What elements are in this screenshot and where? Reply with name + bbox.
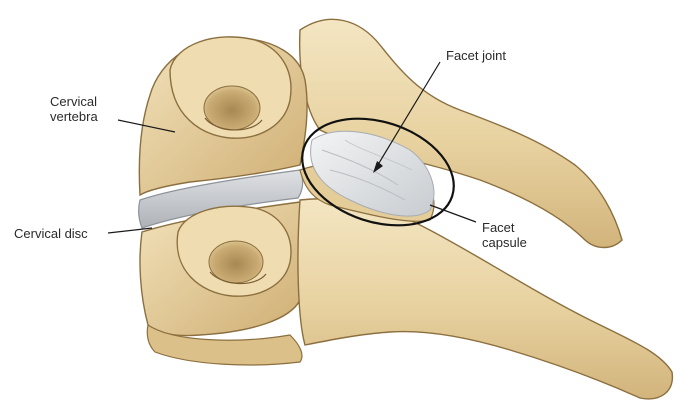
- label-facet-capsule: Facet capsule: [482, 220, 527, 250]
- label-cervical-disc: Cervical disc: [14, 226, 88, 241]
- label-cervical-vertebra-line1: Cervical: [50, 94, 98, 109]
- label-facet-capsule-line2: capsule: [482, 235, 527, 250]
- leader-facet-capsule: [430, 205, 476, 222]
- label-facet-joint: Facet joint: [446, 48, 506, 63]
- label-facet-capsule-line1: Facet: [482, 220, 527, 235]
- label-cervical-vertebra: Cervical vertebra: [50, 94, 98, 124]
- label-cervical-vertebra-line2: vertebra: [50, 109, 98, 124]
